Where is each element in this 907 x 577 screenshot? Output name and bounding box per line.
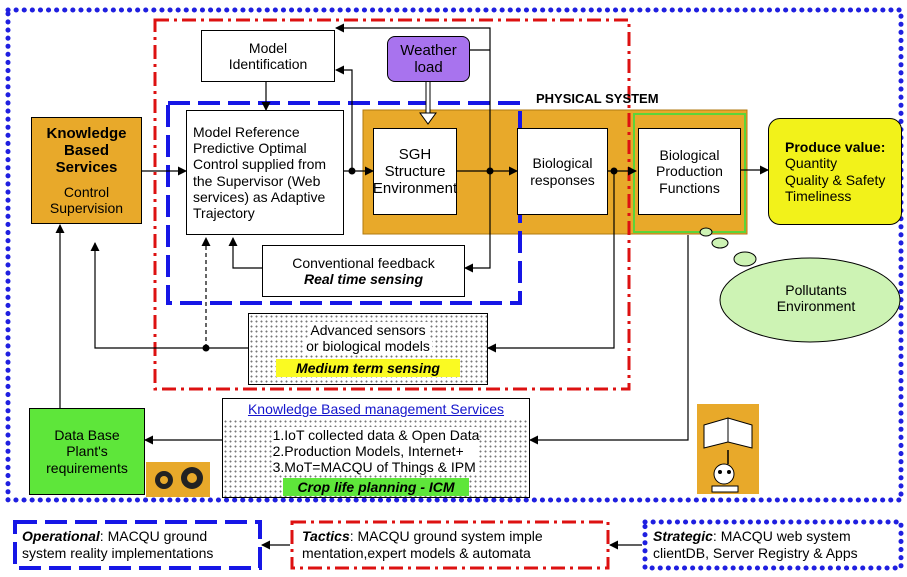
kbms-box: Knowledge Based management Services 1.Io… bbox=[222, 398, 530, 498]
pollutants-cloud bbox=[699, 227, 901, 343]
produce-title: Produce value: bbox=[785, 139, 886, 156]
produce-item: Quality & Safety bbox=[785, 171, 886, 188]
produce-value-box: Produce value: Quantity Quality & Safety… bbox=[768, 118, 902, 225]
database-box: Data Base Plant's requirements bbox=[29, 408, 145, 495]
kbs-title: Knowledge Based Services bbox=[46, 124, 127, 177]
tactics-frame bbox=[153, 18, 631, 391]
legend-operational: Operational: MACQU ground system reality… bbox=[22, 528, 254, 562]
legend-tactics-text: : MACQU ground system imple mentation,ex… bbox=[302, 528, 543, 561]
sgh-box: SGH Structure Environment bbox=[373, 128, 457, 215]
legend-tactics-key: Tactics bbox=[302, 528, 350, 544]
model-identification-label: Model Identification bbox=[228, 39, 308, 72]
weather-load-label: Weather load bbox=[400, 41, 457, 76]
mrpoc-label: Model Reference Predictive Optimal Contr… bbox=[193, 124, 327, 221]
pollutants-label: Pollutants Environment bbox=[776, 281, 856, 314]
legend-operational-text: : MACQU ground system reality implementa… bbox=[22, 528, 214, 561]
physical-system-title: PHYSICAL SYSTEM bbox=[536, 91, 659, 106]
conventional-feedback-line2: Real time sensing bbox=[303, 271, 424, 287]
legend-strategic: Strategic: MACQU web system clientDB, Se… bbox=[653, 528, 897, 562]
crop-life-planning-label: Crop life planning - ICM bbox=[283, 478, 469, 497]
kbs-sub: Control Supervision bbox=[49, 184, 124, 217]
legend-tactics: Tactics: MACQU ground system imple menta… bbox=[302, 528, 602, 562]
conventional-feedback-box: Conventional feedback Real time sensing bbox=[262, 245, 465, 297]
legend-operational-key: Operational bbox=[22, 528, 100, 544]
gears-icon bbox=[146, 462, 210, 497]
advanced-sensors-line1: Advanced sensors bbox=[308, 322, 428, 339]
strategic-frame bbox=[5, 7, 904, 503]
bio-production-label: Biological Production Functions bbox=[656, 147, 723, 196]
mrpoc-box: Model Reference Predictive Optimal Contr… bbox=[186, 110, 344, 235]
kbms-item: 3.MoT=MACQU of Things & IPM bbox=[272, 459, 480, 476]
legend-strategic-frame bbox=[642, 519, 904, 571]
legend-strategic-key: Strategic bbox=[653, 528, 713, 544]
model-identification-box: Model Identification bbox=[201, 30, 335, 82]
sgh-label: SGH Structure Environment bbox=[372, 145, 458, 198]
bio-production-box: Biological Production Functions bbox=[638, 128, 741, 215]
kbms-title: Knowledge Based management Services bbox=[223, 399, 529, 420]
bio-responses-label: Biological responses bbox=[530, 155, 595, 188]
kbs-box: Knowledge Based Services Control Supervi… bbox=[31, 117, 142, 224]
conventional-feedback-line1: Conventional feedback bbox=[292, 254, 435, 271]
produce-item: Quantity bbox=[785, 155, 838, 172]
produce-item: Timeliness bbox=[785, 187, 852, 204]
legend-operational-frame bbox=[13, 520, 262, 570]
legend-strategic-text: : MACQU web system clientDB, Server Regi… bbox=[653, 528, 858, 561]
database-label: Data Base Plant's requirements bbox=[46, 427, 128, 476]
kbms-item: 2.Production Models, Internet+ bbox=[272, 443, 480, 460]
kbms-list: 1.IoT collected data & Open Data 2.Produ… bbox=[272, 427, 480, 476]
weather-load-box: Weather load bbox=[387, 36, 470, 82]
book-reader-icon bbox=[697, 404, 759, 494]
kbms-item: 1.IoT collected data & Open Data bbox=[272, 427, 480, 444]
pollutants-label-box: Pollutants Environment bbox=[760, 268, 872, 328]
advanced-sensors-line2: or biological models bbox=[304, 338, 432, 355]
bio-responses-box: Biological responses bbox=[517, 128, 608, 215]
medium-term-sensing-label: Medium term sensing bbox=[276, 359, 460, 378]
legend-tactics-frame bbox=[290, 520, 610, 570]
advanced-sensors-box: Advanced sensors or biological models Me… bbox=[248, 313, 488, 385]
